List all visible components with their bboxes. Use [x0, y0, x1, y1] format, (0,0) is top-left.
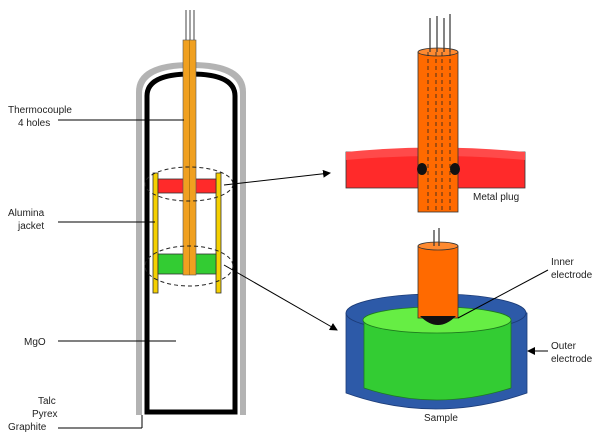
- talc-label: Talc: [38, 396, 56, 407]
- alumina-jacket-left: [152, 172, 159, 294]
- sample-label: Sample: [424, 413, 458, 424]
- inner-electrode-leader: [457, 269, 549, 319]
- sample-highlight-ellipse: [144, 245, 234, 287]
- inner-electrode: [417, 245, 459, 319]
- inner-electrode-tip: [420, 316, 456, 325]
- thermocouple-holes-label: 4 holes: [18, 118, 50, 129]
- inner-electrode-sub-label: electrode: [551, 270, 593, 281]
- alumina-jacket-right: [215, 172, 222, 294]
- inner-electrode-top: [417, 241, 459, 251]
- outer-electrode-label: Outer: [551, 341, 577, 352]
- pyrex-label: Pyrex: [32, 409, 58, 420]
- mgo-label: MgO: [24, 337, 46, 348]
- junction-bead-right: [450, 163, 460, 175]
- plug-detail-arrow: [223, 169, 331, 186]
- metal-plug-label: Metal plug: [473, 192, 519, 203]
- tube-top-face: [417, 47, 459, 57]
- outer-electrode-sub-label: electrode: [551, 354, 593, 365]
- sample-detail-arrow: [223, 264, 338, 331]
- jacket-label: jacket: [17, 221, 44, 232]
- graphite-label: Graphite: [8, 422, 47, 433]
- thermocouple-tube-detail: [417, 51, 459, 213]
- sample-body: [363, 319, 512, 401]
- thermocouple-label: Thermocouple: [8, 105, 72, 116]
- inner-electrode-label: Inner: [551, 257, 574, 268]
- junction-bead-left: [417, 163, 427, 175]
- alumina-label: Alumina: [8, 208, 45, 219]
